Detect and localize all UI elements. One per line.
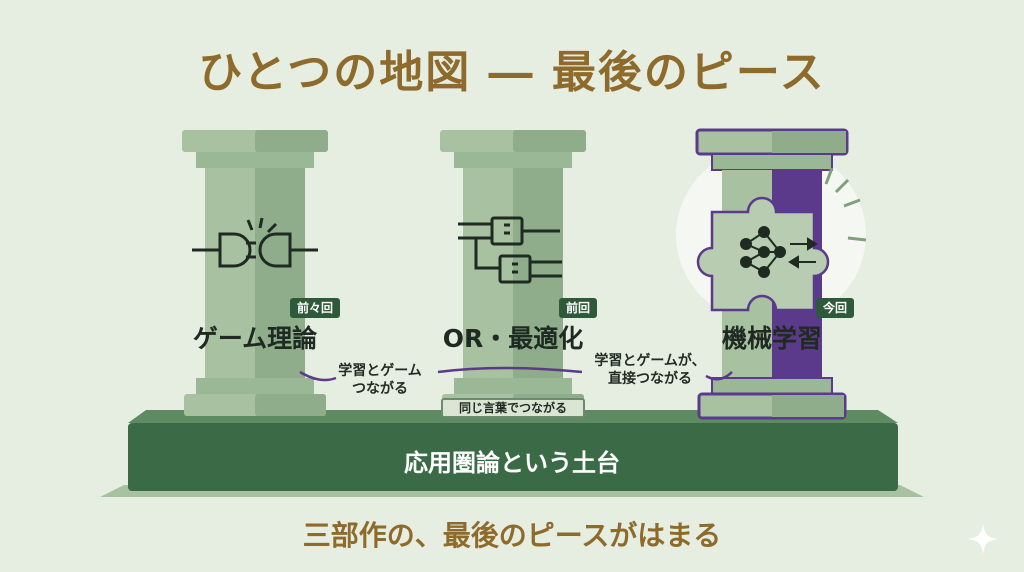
middle-connection-label: 同じ言葉でつながる bbox=[441, 398, 585, 418]
right-note-line-2: 直接つながる bbox=[608, 371, 692, 387]
pillar-label-game-theory: ゲーム理論 bbox=[192, 324, 318, 353]
foundation-label: 応用圏論という土台 bbox=[404, 449, 620, 477]
left-connection-note: 学習とゲーム つながる bbox=[320, 362, 440, 398]
neural-network-icon bbox=[740, 226, 818, 278]
pillar-label-machine-learning: 機械学習 bbox=[721, 324, 822, 353]
page-title: ひとつの地図 ― 最後のピース bbox=[198, 47, 826, 98]
sparkle-icon bbox=[968, 524, 998, 554]
tag-two-before: 前々回 bbox=[290, 298, 341, 318]
tag-current: 今回 bbox=[816, 298, 855, 318]
pillar-game-theory bbox=[182, 130, 328, 416]
circuit-blocks-icon bbox=[458, 216, 562, 284]
connection-lines bbox=[299, 366, 733, 382]
right-note-line-1: 学習とゲームが、 bbox=[594, 353, 706, 369]
subtitle: 三部作の、最後のピースがはまる bbox=[302, 519, 722, 552]
left-note-line-1: 学習とゲーム bbox=[338, 363, 422, 379]
pillar-label-or-optimization: OR・最適化 bbox=[442, 324, 584, 353]
left-note-line-2: つながる bbox=[352, 381, 408, 397]
tag-previous: 前回 bbox=[559, 298, 598, 318]
plug-icon bbox=[192, 217, 318, 268]
right-connection-note: 学習とゲームが、 直接つながる bbox=[580, 352, 720, 388]
